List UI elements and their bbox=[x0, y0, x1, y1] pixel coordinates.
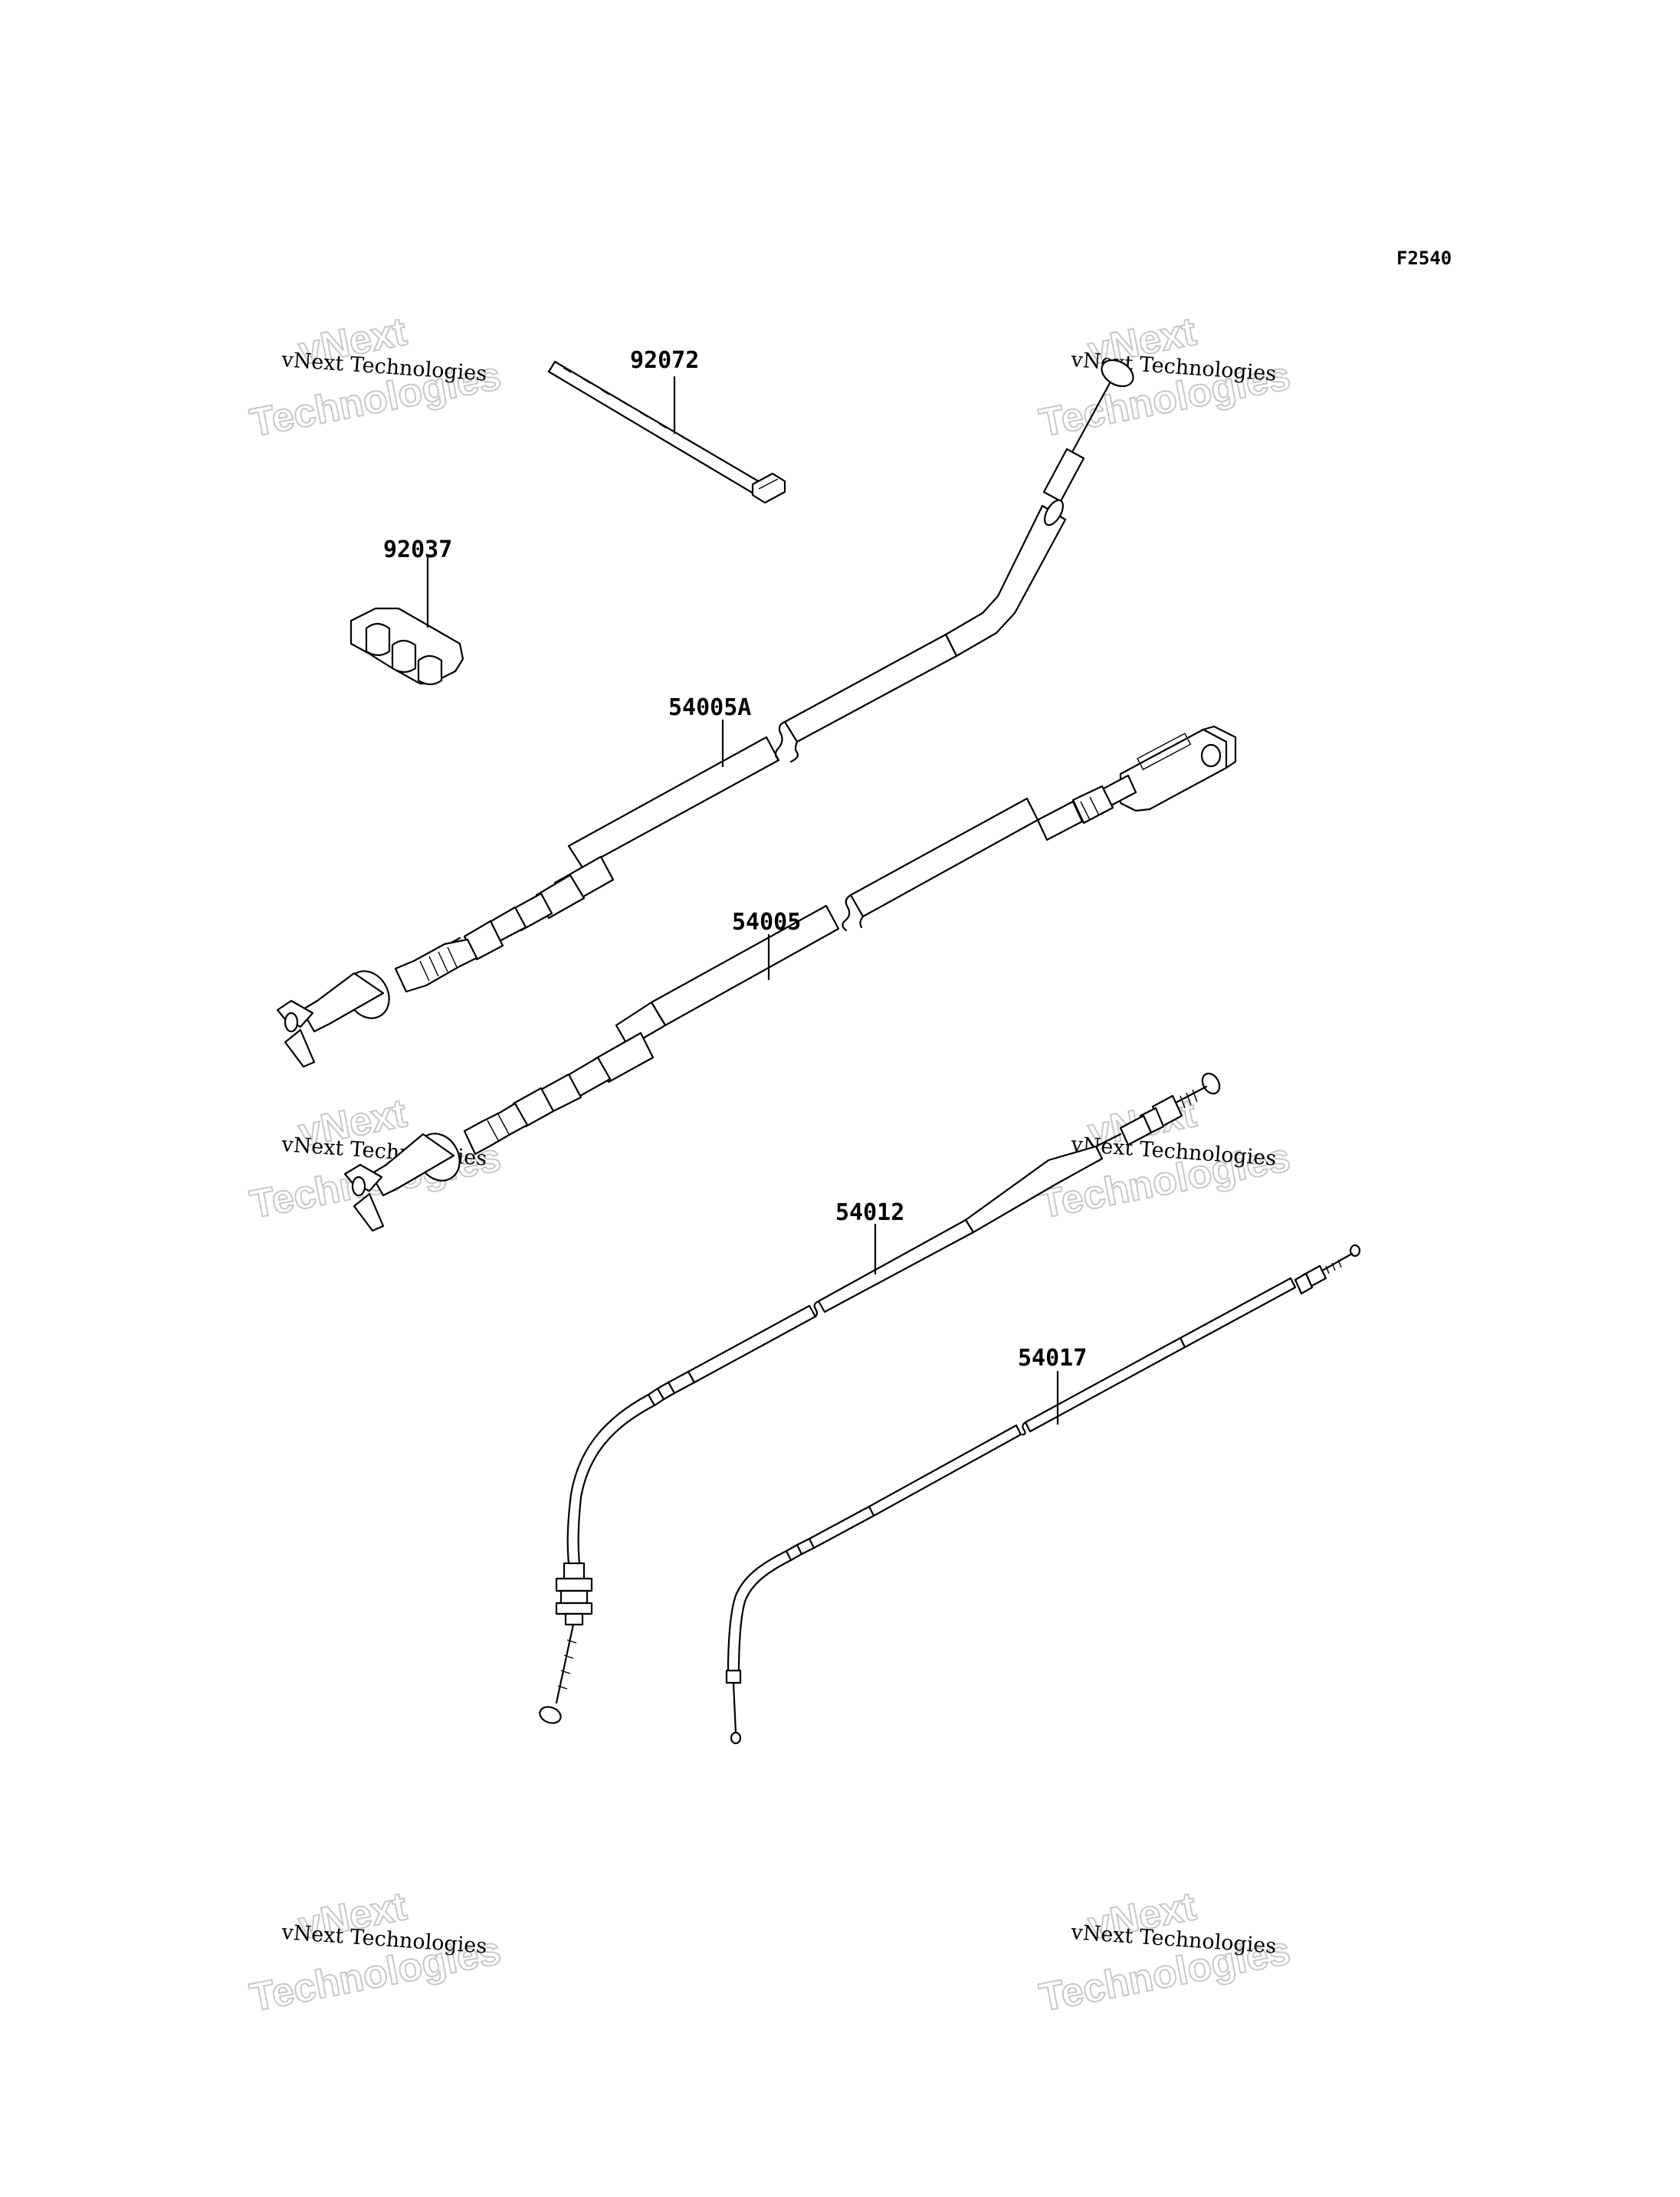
cable-clamp-92037[interactable]: 92037 bbox=[349, 536, 464, 686]
cable-tie-92072[interactable]: 92072 bbox=[547, 347, 786, 504]
cable-54012[interactable]: 54012 bbox=[537, 1071, 1222, 1726]
watermark-top-left: vNext Technologies vNext Technologies bbox=[246, 309, 505, 447]
part-label-54005A: 54005A bbox=[668, 694, 751, 721]
part-label-54017: 54017 bbox=[1018, 1345, 1087, 1372]
figure-code: F2540 bbox=[1396, 248, 1452, 269]
cable-54005[interactable]: 54005 bbox=[343, 725, 1237, 1232]
part-label-92037: 92037 bbox=[383, 536, 452, 563]
watermark-mid-right: vNext Technologies vNext Technologies bbox=[1035, 1090, 1294, 1228]
part-label-92072: 92072 bbox=[630, 347, 699, 374]
cable-54017[interactable]: 54017 bbox=[725, 1244, 1361, 1745]
part-label-54005: 54005 bbox=[732, 909, 801, 936]
watermark-bottom-right: vNext Technologies vNext Technologies bbox=[1035, 1884, 1294, 2022]
watermark-top-right: vNext Technologies vNext Technologies bbox=[1035, 309, 1294, 447]
cable-54005A[interactable]: 54005A bbox=[276, 355, 1138, 1068]
part-label-54012: 54012 bbox=[835, 1199, 904, 1226]
watermark-bottom-left: vNext Technologies vNext Technologies bbox=[246, 1884, 505, 2022]
